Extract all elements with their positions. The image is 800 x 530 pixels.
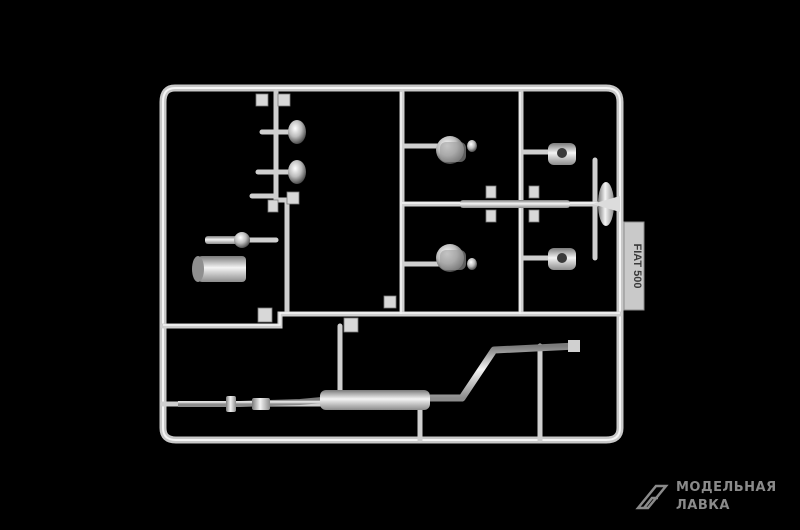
runner-highlights	[163, 92, 620, 326]
watermark-logo-icon	[635, 484, 669, 510]
sprue-tag-text: FIAT 500	[631, 243, 643, 288]
emblem-part	[592, 182, 620, 226]
cylinder-part	[192, 232, 250, 282]
lens-parts	[288, 120, 306, 184]
watermark: МОДЕЛЬНАЯ ЛАВКА	[632, 478, 792, 518]
exhaust-part	[178, 340, 580, 412]
watermark-line-2: ЛАВКА	[676, 498, 730, 513]
housing-parts	[436, 136, 576, 272]
sprue-name-tag: FIAT 500	[623, 221, 645, 311]
watermark-line-1: МОДЕЛЬНАЯ	[676, 480, 777, 495]
sprue-tabs	[255, 93, 540, 333]
sprue-frame	[159, 84, 624, 444]
bumper-part	[460, 200, 570, 208]
